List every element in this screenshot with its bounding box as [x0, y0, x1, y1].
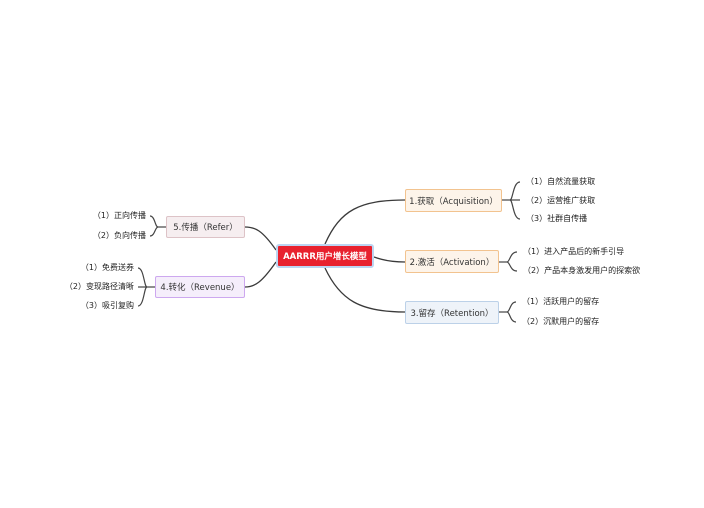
branch-retention-label: 3.留存（Retention）: [410, 308, 494, 319]
root-label: AARRR用户增长模型: [283, 252, 367, 262]
leaf-acquisition-1[interactable]: （1）自然流量获取: [526, 177, 596, 186]
connector-rev-3: [137, 286, 148, 307]
leaf-retention-2[interactable]: （2）沉默用户的留存: [522, 317, 600, 326]
leaf-acquisition-2[interactable]: （2）运营推广获取: [526, 196, 596, 205]
root-node[interactable]: AARRR用户增长模型: [276, 244, 374, 268]
branch-refer[interactable]: 5.传播（Refer）: [166, 216, 245, 238]
leaf-revenue-3[interactable]: （3）吸引复购: [80, 301, 134, 310]
branch-acquisition-label: 1.获取（Acquisition）: [409, 196, 498, 207]
branch-revenue-label: 4.转化（Revenue）: [160, 283, 240, 293]
connector-act-1: [506, 251, 518, 263]
connector-rev-1: [137, 267, 148, 288]
connector-act-2: [506, 261, 518, 272]
branch-activation-label: 2.激活（Activation）: [409, 257, 495, 268]
connector-acq-3: [509, 199, 521, 220]
connector-ret-2: [506, 311, 517, 323]
connector-root-revenue: [244, 261, 277, 288]
branch-refer-label: 5.传播（Refer）: [173, 223, 238, 233]
connector-root-activation: [373, 256, 406, 263]
branch-activation[interactable]: 2.激活（Activation）: [405, 250, 499, 273]
leaf-acquisition-3[interactable]: （3）社群自传播: [526, 214, 588, 223]
leaf-activation-1[interactable]: （1）进入产品后的新手引导: [523, 247, 625, 256]
connector-ref-1: [149, 215, 159, 228]
leaf-activation-2[interactable]: （2）产品本身激发用户的探索欲: [523, 266, 641, 275]
leaf-refer-2[interactable]: （2）负向传播: [92, 231, 146, 240]
connector-root-refer: [244, 226, 277, 251]
leaf-revenue-2[interactable]: （2）变现路径清晰: [64, 282, 134, 291]
connector-root-retention: [324, 267, 406, 313]
connector-ret-1: [506, 301, 517, 313]
connector-acq-1: [509, 181, 521, 201]
branch-acquisition[interactable]: 1.获取（Acquisition）: [405, 189, 502, 212]
leaf-revenue-1[interactable]: （1）免费送券: [80, 263, 134, 272]
branch-revenue[interactable]: 4.转化（Revenue）: [155, 276, 245, 298]
leaf-retention-1[interactable]: （1）活跃用户的留存: [522, 297, 600, 306]
connector-ref-2: [149, 226, 159, 237]
leaf-refer-1[interactable]: （1）正向传播: [92, 211, 146, 220]
branch-retention[interactable]: 3.留存（Retention）: [405, 301, 499, 324]
connector-root-acquisition: [324, 199, 406, 245]
